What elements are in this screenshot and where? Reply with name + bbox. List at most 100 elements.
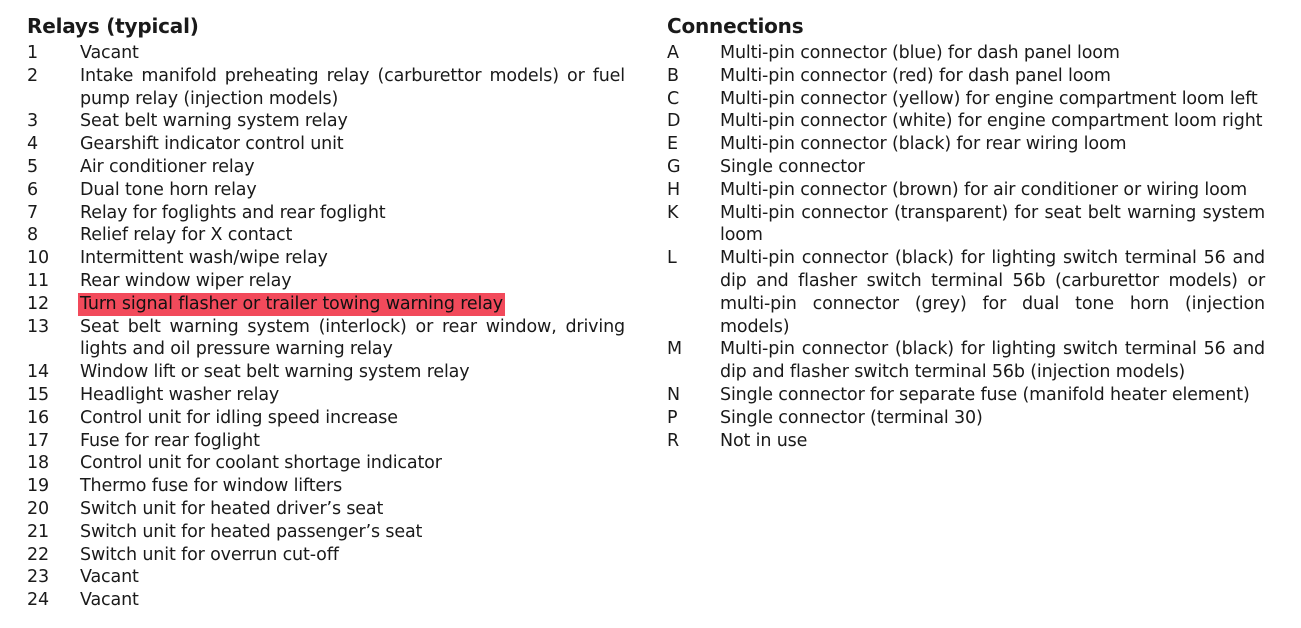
connection-row-number: C — [667, 88, 680, 109]
connection-row-number: M — [667, 339, 682, 360]
relay-row-description: Gearshift indicator control unit — [80, 134, 344, 155]
relay-row-number: 8 — [27, 225, 38, 246]
connection-row: C Multi-pin connector (yellow) for engine… — [667, 88, 1265, 111]
relay-row-number: 3 — [27, 111, 38, 132]
relay-row-number: 16 — [27, 407, 49, 428]
relay-row-description: Control unit for coolant shortage indica… — [80, 453, 442, 474]
connection-row: R Not in use — [667, 430, 1265, 453]
connection-row-number: P — [667, 407, 678, 428]
relay-row-description: Thermo fuse for window lifters — [80, 476, 343, 497]
connection-row-number: D — [667, 111, 681, 132]
connections-list: A Multi-pin connector (blue) for dash pan… — [667, 42, 1265, 452]
relay-row: 17 Fuse for rear foglight — [27, 430, 625, 453]
relay-row-description: Rear window wiper relay — [80, 270, 292, 291]
connection-row: A Multi-pin connector (blue) for dash pan… — [667, 42, 1265, 65]
connection-row-description: Single connector (terminal 30) — [720, 407, 983, 428]
relay-row-number: 2 — [27, 65, 38, 86]
connection-row-number: L — [667, 248, 677, 269]
relay-row-description: Relief relay for X contact — [80, 225, 293, 246]
relay-row: 13 Seat belt warning system (interlock) o… — [27, 316, 625, 362]
relay-row-description: Seat belt warning system (interlock) or … — [80, 316, 625, 360]
relay-row-number: 13 — [27, 316, 49, 337]
connection-row: N Single connector for separate fuse (man… — [667, 384, 1265, 407]
relay-row: 14 Window lift or seat belt warning syste… — [27, 361, 625, 384]
relay-row-description: Vacant — [80, 567, 139, 588]
relay-row-description: Switch unit for overrun cut-off — [80, 544, 339, 565]
relay-row: 23 Vacant — [27, 566, 625, 589]
relay-row-number: 21 — [27, 521, 49, 542]
relay-row-number: 15 — [27, 384, 49, 405]
relay-row-description: Headlight washer relay — [80, 384, 280, 405]
relay-row-number: 22 — [27, 544, 49, 565]
connection-row: P Single connector (terminal 30) — [667, 407, 1265, 430]
connection-row-number: H — [667, 179, 681, 200]
connection-row-description: Multi-pin connector (red) for dash panel… — [720, 65, 1111, 86]
relay-row-number: 19 — [27, 476, 49, 497]
connection-row-number: G — [667, 156, 681, 177]
relay-row: 19 Thermo fuse for window lifters — [27, 475, 625, 498]
connection-row: M Multi-pin connector (black) for lightin… — [667, 338, 1265, 384]
relay-row: 12 Turn signal flasher or trailer towing … — [27, 292, 625, 316]
relay-row-description: Window lift or seat belt warning system … — [80, 362, 470, 383]
relays-heading: Relays (typical) — [27, 14, 199, 38]
connection-row-number: A — [667, 43, 679, 63]
relay-row-number: 7 — [27, 202, 38, 223]
relay-row: 21 Switch unit for heated passenger’s sea… — [27, 521, 625, 544]
relay-row-number: 14 — [27, 362, 49, 383]
connection-row-number: K — [667, 202, 679, 223]
highlighted-relay-text: Turn signal flasher or trailer towing wa… — [78, 292, 505, 316]
connection-row-number: E — [667, 134, 678, 155]
relay-row-description: Switch unit for heated driver’s seat — [80, 498, 384, 519]
relay-row: 2 Intake manifold preheating relay (carbu… — [27, 65, 625, 111]
relay-row-description: Relay for foglights and rear foglight — [80, 202, 386, 223]
relay-row-description: Intermittent wash/wipe relay — [80, 248, 328, 269]
relay-row-number: 18 — [27, 453, 49, 474]
relay-row: 24 Vacant — [27, 589, 625, 612]
connections-heading: Connections — [667, 14, 804, 38]
relay-row: 10 Intermittent wash/wipe relay — [27, 247, 625, 270]
connections-section: Connections A Multi-pin connector (blue) … — [667, 12, 1265, 452]
connection-row-description: Multi-pin connector (black) for lighting… — [720, 339, 1265, 383]
relay-row-description: Dual tone horn relay — [80, 179, 257, 200]
relay-row: 22 Switch unit for overrun cut-off — [27, 544, 625, 567]
relay-row-number: 12 — [27, 293, 49, 314]
connection-row-number: B — [667, 65, 679, 86]
relay-row-number: 4 — [27, 134, 38, 155]
relay-row: 8 Relief relay for X contact — [27, 224, 625, 247]
connection-row-number: N — [667, 384, 680, 405]
relay-row-description: Intake manifold preheating relay (carbur… — [80, 65, 625, 109]
relay-row-number: 5 — [27, 156, 38, 177]
connection-row: D Multi-pin connector (white) for engine … — [667, 110, 1265, 133]
connection-row-number: R — [667, 430, 680, 451]
relay-row: 11 Rear window wiper relay — [27, 270, 625, 293]
relay-row: 5 Air conditioner relay — [27, 156, 625, 179]
relay-row-number: 17 — [27, 430, 49, 451]
relay-row-number: 11 — [27, 270, 49, 291]
connection-row-description: Multi-pin connector (blue) for dash pane… — [720, 43, 1120, 63]
relay-row-description: Fuse for rear foglight — [80, 430, 260, 451]
connection-row-description: Multi-pin connector (yellow) for engine … — [720, 88, 1258, 109]
relay-row: 7 Relay for foglights and rear foglight — [27, 202, 625, 225]
relay-row-description: Switch unit for heated passenger’s seat — [80, 521, 423, 542]
relay-row-description: Air conditioner relay — [80, 156, 255, 177]
relay-row-description: Vacant — [80, 590, 139, 611]
connection-row-description: Single connector for separate fuse (mani… — [720, 384, 1250, 405]
relay-row-number: 24 — [27, 590, 49, 611]
relay-row-number: 23 — [27, 567, 49, 588]
connection-row: K Multi-pin connector (transparent) for s… — [667, 202, 1265, 248]
relay-row-number: 10 — [27, 248, 49, 269]
connection-row-description: Multi-pin connector (transparent) for se… — [720, 202, 1265, 246]
connection-row-description: Multi-pin connector (white) for engine c… — [720, 111, 1263, 132]
relay-row-description: Turn signal flasher or trailer towing wa… — [78, 292, 625, 316]
connection-row-description: Not in use — [720, 430, 808, 451]
relay-row: 4 Gearshift indicator control unit — [27, 133, 625, 156]
